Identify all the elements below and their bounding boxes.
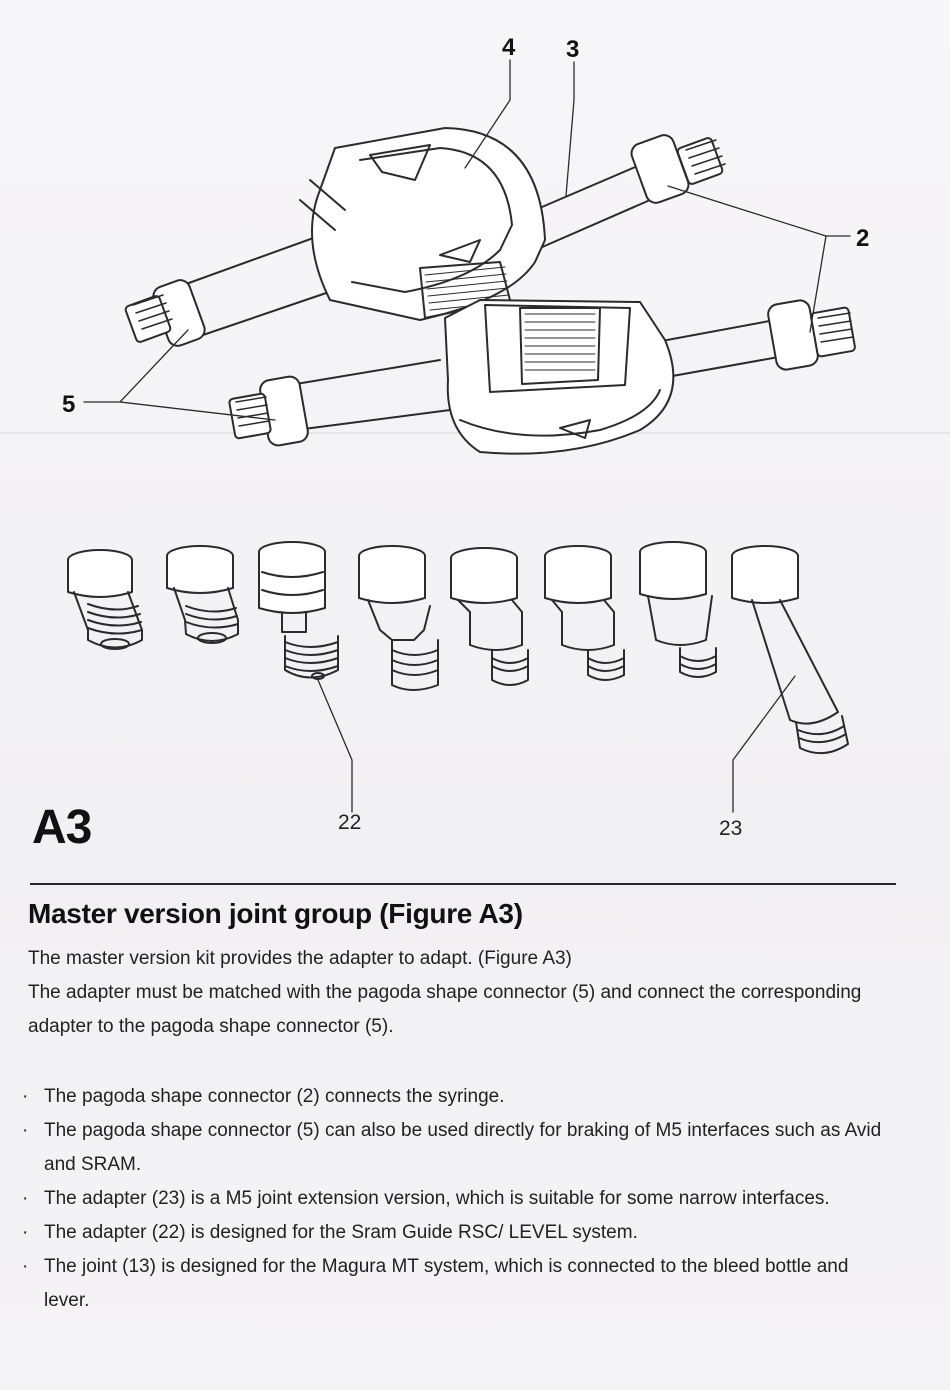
lower-connector-assembly [228, 299, 856, 455]
bullet-item-2: The pagoda shape connector (5) can also … [22, 1114, 882, 1182]
figure-a3-illustration: 4 3 2 5 22 23 [62, 34, 869, 840]
adapters-row [67, 541, 849, 755]
leader-lines [83, 59, 851, 813]
callout-23: 23 [719, 817, 742, 840]
bullet-item-3: The adapter (23) is a M5 joint extension… [22, 1182, 882, 1216]
adapter-1 [67, 549, 143, 650]
callout-3: 3 [566, 36, 579, 63]
callout-5: 5 [62, 391, 75, 418]
figure-label: A3 [32, 801, 92, 854]
bullet-item-5: The joint (13) is designed for the Magur… [22, 1250, 882, 1318]
adapter-2 [166, 545, 239, 644]
callout-4: 4 [502, 34, 516, 61]
adapter-5 [450, 547, 529, 686]
callout-2: 2 [856, 225, 869, 252]
adapter-4 [358, 545, 439, 691]
intro-text: The master version kit provides the adap… [28, 942, 888, 1044]
adapter-23 [731, 545, 849, 755]
callout-22: 22 [338, 811, 361, 834]
upper-connector-assembly [124, 127, 726, 347]
section-rule [30, 883, 896, 885]
bullet-item-4: The adapter (22) is designed for the Sra… [22, 1216, 882, 1250]
intro-line-1: The master version kit provides the adap… [28, 948, 572, 969]
adapter-7 [639, 541, 717, 678]
bullet-item-1: The pagoda shape connector (2) connects … [22, 1080, 882, 1114]
adapter-6 [544, 545, 625, 681]
intro-line-2: The adapter must be matched with the pag… [28, 982, 862, 1037]
section-heading: Master version joint group (Figure A3) [28, 898, 523, 929]
adapter-22 [258, 541, 339, 680]
bullet-list: The pagoda shape connector (2) connects … [22, 1080, 882, 1318]
